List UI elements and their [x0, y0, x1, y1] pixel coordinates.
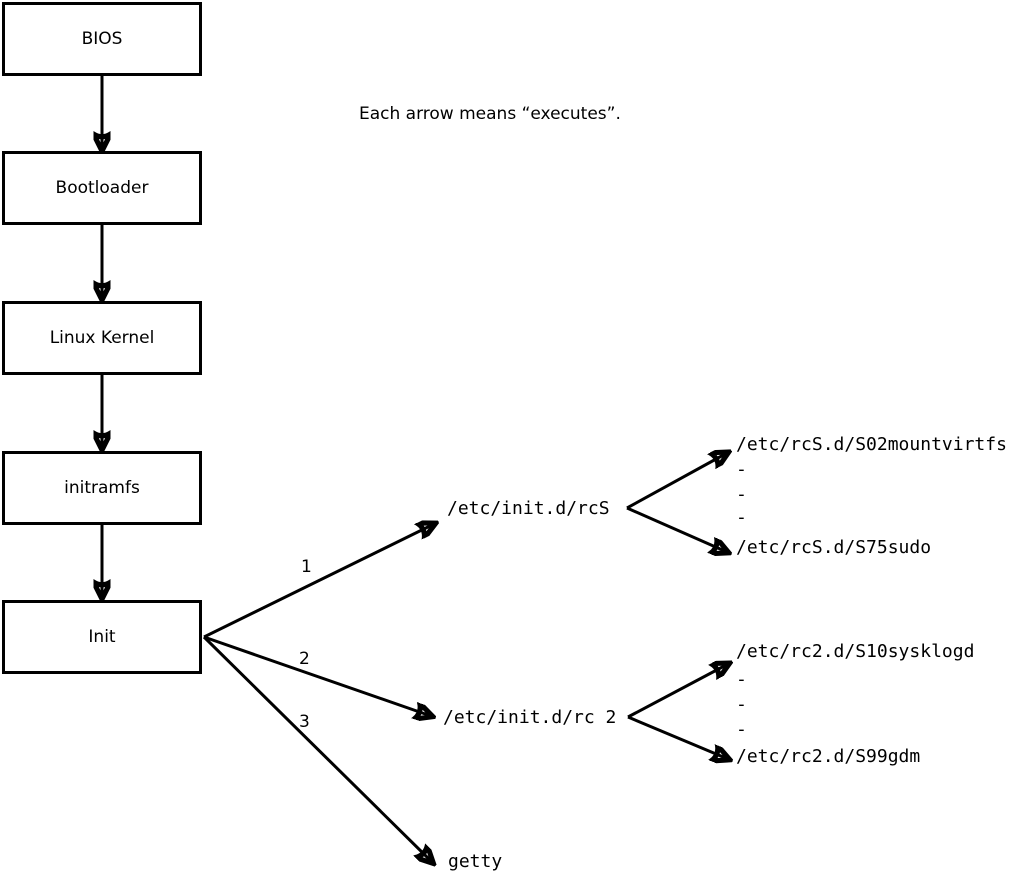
- rcs-script-last: /etc/rcS.d/S75sudo: [736, 537, 932, 558]
- arrow-rcs-to-last-script: [626, 506, 727, 552]
- rcs-script-first: /etc/rcS.d/S02mountvirtfs: [736, 434, 1007, 455]
- rcs-ellipsis-dash: -: [736, 459, 747, 480]
- node-linux-kernel-label: Linux Kernel: [49, 328, 155, 348]
- node-init: Init: [2, 600, 202, 674]
- arrow-init-to-rcs: [203, 524, 434, 639]
- rcs-ellipsis-dash: -: [736, 507, 747, 528]
- target-etc-init-d-rc2: /etc/init.d/rc 2: [443, 707, 617, 728]
- node-initramfs-label: initramfs: [64, 478, 140, 498]
- rcs-ellipsis-dash: -: [736, 484, 747, 505]
- rc2-ellipsis-dash: -: [736, 694, 747, 715]
- arrow-init-to-getty: [202, 635, 432, 862]
- rc2-script-first: /etc/rc2.d/S10sysklogd: [736, 641, 975, 662]
- arrow-order-3: 3: [299, 712, 310, 732]
- node-init-label: Init: [88, 627, 116, 647]
- node-bios-label: BIOS: [81, 29, 123, 49]
- node-bootloader-label: Bootloader: [55, 178, 149, 198]
- legend-note: Each arrow means “executes”.: [359, 104, 621, 124]
- target-etc-init-d-rcs: /etc/init.d/rcS: [447, 498, 610, 519]
- arrow-order-1: 1: [301, 557, 312, 577]
- arrow-order-2: 2: [299, 649, 310, 669]
- node-initramfs: initramfs: [2, 451, 202, 525]
- arrow-rcs-to-first-script: [626, 453, 727, 510]
- node-bootloader: Bootloader: [2, 151, 202, 225]
- rc2-script-last: /etc/rc2.d/S99gdm: [736, 746, 921, 767]
- arrow-init-to-rc2: [203, 635, 431, 716]
- rc2-ellipsis-dash: -: [736, 669, 747, 690]
- rc2-ellipsis-dash: -: [736, 719, 747, 740]
- arrow-rc2-to-first-script: [627, 664, 728, 719]
- node-linux-kernel: Linux Kernel: [2, 301, 202, 375]
- target-getty: getty: [448, 851, 503, 872]
- arrow-rc2-to-last-script: [627, 715, 728, 759]
- node-bios: BIOS: [2, 2, 202, 76]
